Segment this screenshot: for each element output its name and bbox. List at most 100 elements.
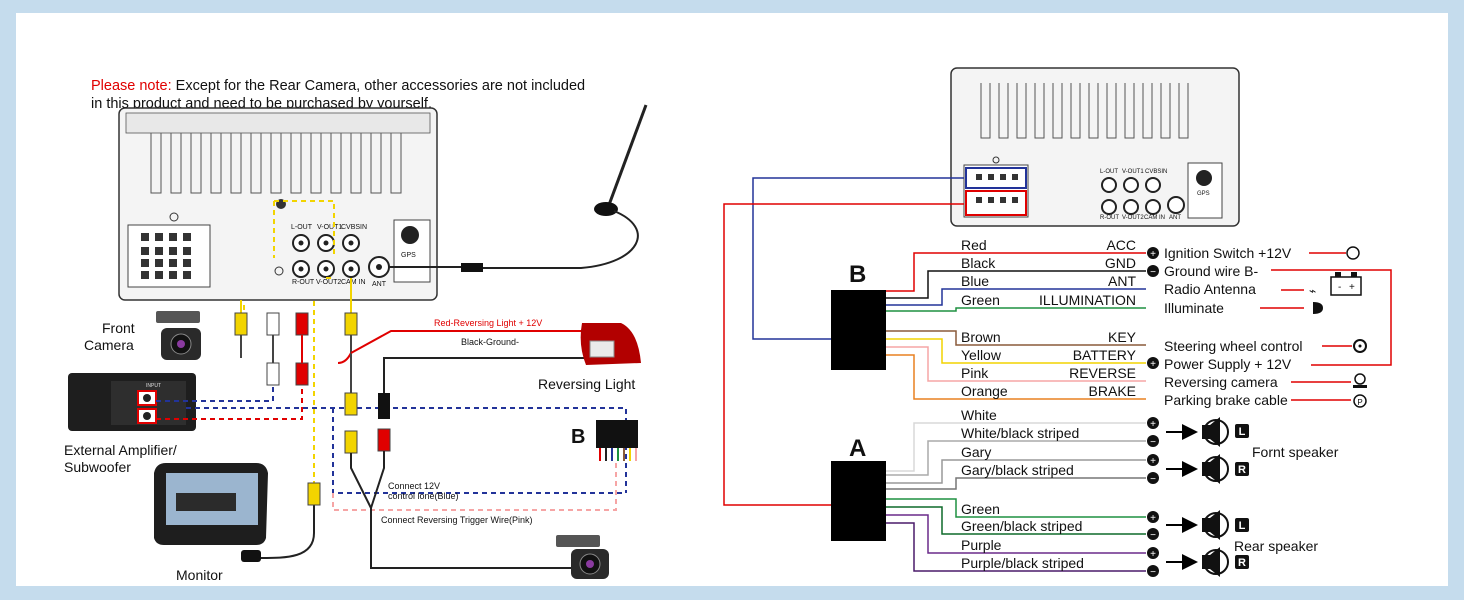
- b-dest-1: Ground wire B-: [1164, 263, 1258, 279]
- speaker-icon: [1202, 454, 1229, 484]
- a-wire-0: White: [961, 407, 997, 423]
- rear-camera-icon: [556, 535, 609, 579]
- svg-text:−: −: [1150, 437, 1156, 448]
- r-port-cvbsin-label: CVBSIN: [1145, 169, 1167, 175]
- r-port-lout-label: L-OUT: [1100, 169, 1118, 175]
- port-gps-label: GPS: [401, 252, 416, 259]
- amplifier-label-2: Subwoofer: [64, 459, 131, 475]
- svg-text:+: +: [1150, 419, 1156, 430]
- right-b-label: B: [849, 261, 866, 288]
- note-line1: Except for the Rear Camera, other access…: [175, 78, 586, 94]
- b-dest-6: Reversing camera: [1164, 374, 1278, 390]
- port-vout2-label: V-OUT2: [316, 279, 341, 286]
- left-head-unit: L-OUT V-OUT1 CVBSIN R-OUT V-OUT2 CAM IN …: [118, 107, 438, 301]
- b-polarity-symbols: + − +: [1147, 247, 1159, 370]
- svg-text:+: +: [1150, 513, 1156, 524]
- b-dest-0: Ignition Switch +12V: [1164, 245, 1292, 261]
- a-wire-7: Purple/black striped: [961, 555, 1084, 571]
- b-wire-color-3: Green: [961, 292, 1000, 308]
- svg-text:+: +: [1150, 359, 1156, 370]
- b-wire-color-2: Blue: [961, 273, 989, 289]
- amplifier-icon: INPUT: [68, 373, 196, 431]
- steering-wheel-icon: [1353, 339, 1367, 353]
- a-polarity-symbols: + − + − + − + −: [1147, 417, 1159, 578]
- port-rout-label: R-OUT: [292, 279, 315, 286]
- svg-text:+: +: [1150, 549, 1156, 560]
- front-camera-label-2: Camera: [84, 337, 134, 353]
- front-camera-label-1: Front: [102, 320, 135, 336]
- battery-icon: -+: [1330, 272, 1362, 296]
- antenna-signal-icon: ⌁: [1309, 284, 1316, 298]
- rear-speaker-label: Rear speaker: [1234, 538, 1318, 554]
- r-port-ant-label: ANT: [1169, 215, 1181, 221]
- connect-12v-label-2: control lone(Blue): [388, 491, 459, 501]
- note-prefix: Please note:: [91, 78, 172, 94]
- channel-badges: L R L R: [1235, 424, 1249, 569]
- port-lout-label: L-OUT: [291, 224, 313, 231]
- black-wire-label: Black-Ground-: [461, 337, 519, 347]
- diagram-canvas: Please note: Except for the Rear Camera,…: [16, 13, 1448, 586]
- port-ant-label: ANT: [372, 281, 387, 288]
- camera-icon: [1353, 373, 1367, 388]
- b-wire-func-2: ANT: [1108, 273, 1136, 289]
- speaker-icon: [1202, 547, 1229, 577]
- right-a-label: A: [849, 435, 866, 462]
- reversing-light-label: Reversing Light: [538, 376, 635, 392]
- b-wire-func-1: GND: [1105, 255, 1136, 271]
- video-wires: [243, 200, 335, 503]
- a-wire-6: Purple: [961, 537, 1002, 553]
- a-wire-1: White/black striped: [961, 425, 1079, 441]
- r-port-vout2-label: V-OUT2: [1122, 215, 1144, 221]
- right-head-unit: L-OUT V-OUT1 CVBSIN R-OUT V-OUT2 CAM IN …: [950, 67, 1240, 227]
- ch-l-front: L: [1239, 426, 1246, 438]
- r-port-gps-label: GPS: [1197, 191, 1210, 197]
- r-port-vout1-label: V-OUT1: [1122, 169, 1144, 175]
- brake-icon: P: [1353, 394, 1367, 408]
- ch-r-rear: R: [1238, 557, 1246, 569]
- port-camin-label: CAM IN: [341, 279, 366, 286]
- r-port-rout-label: R-OUT: [1100, 215, 1119, 221]
- headlight-icon: [1313, 302, 1323, 314]
- b-wire-func-6: REVERSE: [1069, 365, 1136, 381]
- b-wire-color-7: Orange: [961, 383, 1008, 399]
- a-wire-2: Gary: [961, 444, 991, 460]
- dest-icons: -+ ⌁ P: [1309, 246, 1367, 408]
- port-vout1-label: V-OUT1: [317, 224, 342, 231]
- b-dest-7: Parking brake cable: [1164, 392, 1288, 408]
- svg-text:−: −: [1150, 474, 1156, 485]
- b-dest-2: Radio Antenna: [1164, 281, 1256, 297]
- red-wire-label: Red-Reversing Light + 12V: [434, 318, 542, 328]
- monitor-label: Monitor: [176, 567, 223, 583]
- rca-plugs: [234, 312, 358, 386]
- speaker-icons: [1202, 417, 1229, 577]
- svg-text:-: -: [1338, 282, 1341, 293]
- speaker-icon: [1202, 510, 1229, 540]
- b-wire-color-4: Brown: [961, 329, 1001, 345]
- b-wire-func-4: KEY: [1108, 329, 1137, 345]
- b-dest-3: Illuminate: [1164, 300, 1224, 316]
- b-dest-5: Power Supply + 12V: [1164, 356, 1292, 372]
- svg-text:−: −: [1150, 267, 1156, 278]
- antenna-icon: [389, 104, 648, 272]
- connect-trigger-label: Connect Reversing Trigger Wire(Pink): [381, 515, 533, 525]
- a-wire-5: Green/black striped: [961, 518, 1082, 534]
- ch-l-rear: L: [1239, 520, 1246, 532]
- front-speaker-label: Fornt speaker: [1252, 444, 1339, 460]
- ignition-icon: [1346, 246, 1360, 260]
- amp-input-label: INPUT: [146, 383, 161, 389]
- a-wire-4: Green: [961, 501, 1000, 517]
- port-cvbsin-label: CVBSIN: [341, 224, 367, 231]
- svg-text:−: −: [1150, 567, 1156, 578]
- b-wire-color-6: Pink: [961, 365, 989, 381]
- b-wire-func-5: BATTERY: [1073, 347, 1137, 363]
- svg-text:P: P: [1357, 398, 1362, 407]
- b-wire-color-1: Black: [961, 255, 996, 271]
- b-wire-func-0: ACC: [1106, 237, 1136, 253]
- svg-text:+: +: [1150, 456, 1156, 467]
- left-b-label: B: [571, 426, 585, 448]
- b-wire-color-5: Yellow: [961, 347, 1002, 363]
- svg-text:+: +: [1150, 249, 1156, 260]
- monitor-icon: [154, 463, 268, 562]
- connect-12v-label-1: Connect 12V: [388, 481, 440, 491]
- svg-text:−: −: [1150, 530, 1156, 541]
